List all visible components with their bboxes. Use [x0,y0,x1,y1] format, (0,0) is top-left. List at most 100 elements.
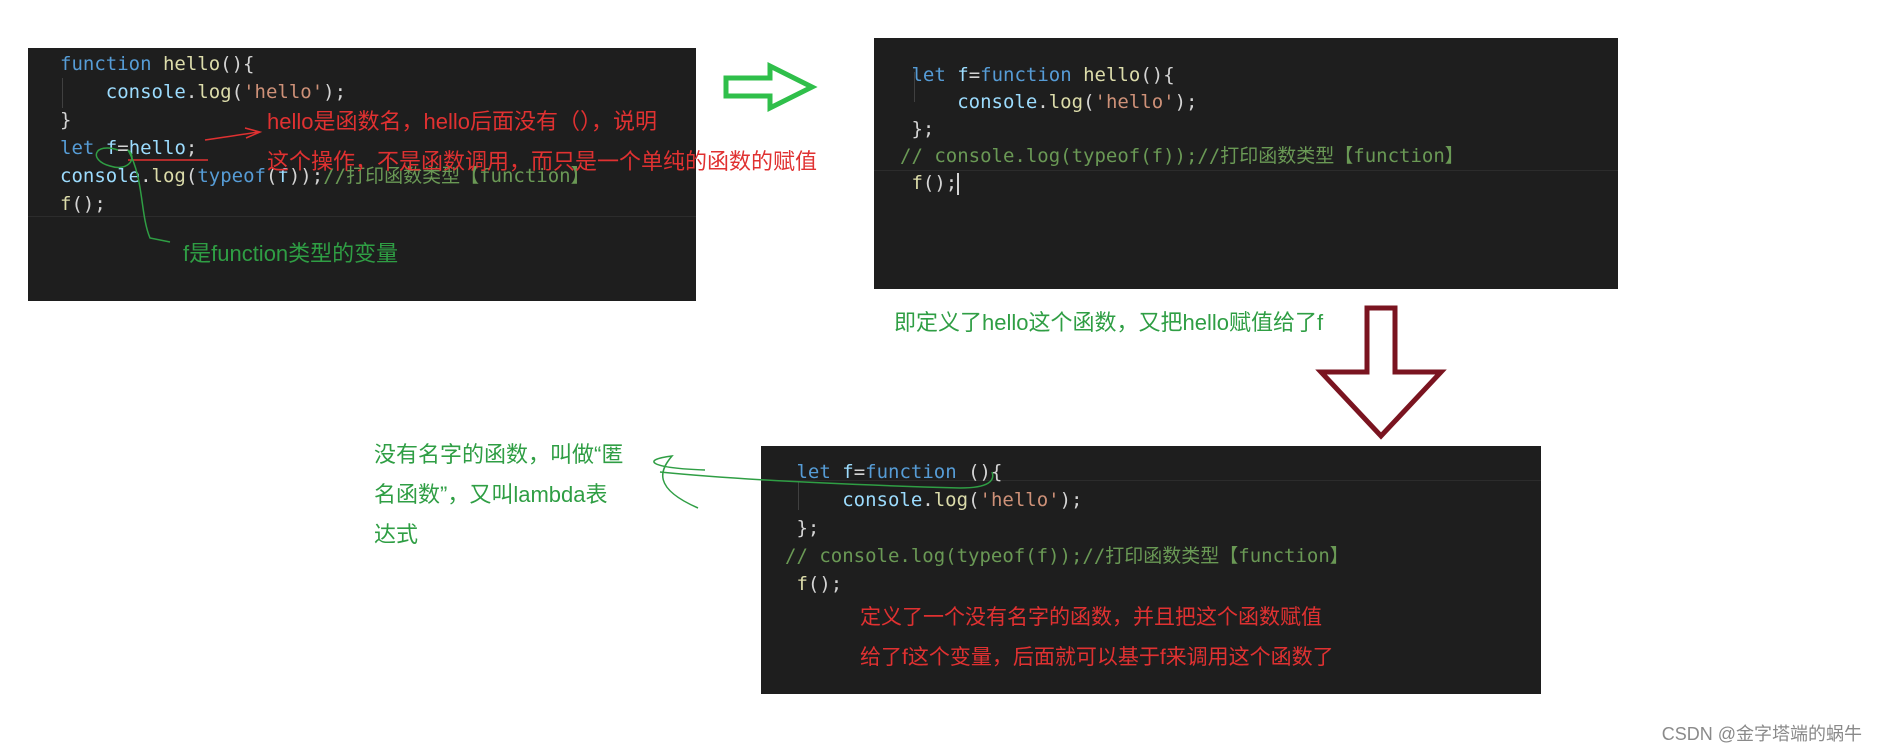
code-token: ( [1083,91,1095,113]
note-f-function-type: f是function类型的变量 [183,241,399,266]
code-token: (){ [220,53,255,75]
code-token: function [865,461,957,483]
code-line: let f=function hello(){ [900,62,1464,89]
code-line: }; [785,514,1349,542]
code-token [900,172,911,194]
code-token: hello [128,137,186,159]
code-line: f(); [900,170,1464,197]
code-line: // console.log(typeof(f));//打印函数类型【funct… [900,143,1464,170]
code-token: // console.log(typeof(f));//打印函数类型【funct… [785,545,1349,567]
code-token: hello [1083,64,1141,86]
code-token: }; [785,517,820,539]
code-token: function [60,53,152,75]
code-token: let [60,137,95,159]
note-anonymous-1: 没有名字的函数，叫做“匿 [374,442,624,467]
code-token: ( [231,81,244,103]
note-define-anon-2: 给了f这个变量，后面就可以基于f来调用这个函数了 [860,646,1334,669]
current-line-highlight [28,216,696,217]
code-token: ; [185,137,198,159]
watermark: CSDN @金字塔端的蜗牛 [1661,724,1862,744]
code-token: typeof [197,165,266,187]
code-token [60,81,106,103]
note-anonymous-2: 名函数”，又叫lambda表 [374,482,608,507]
code-token: log [151,165,186,187]
code-token: log [197,81,232,103]
code-token: log [933,489,969,511]
code-token: . [140,165,152,187]
note-define-and-assign: 即定义了hello这个函数，又把hello赋值给了f [894,310,1324,335]
code-token: // console.log(typeof(f));//打印函数类型【funct… [900,145,1464,167]
code-token: (){ [1140,64,1175,86]
code-token: f [277,165,289,187]
code-token [1072,64,1083,86]
code-token: (){ [956,461,1003,483]
code-line: f(); [785,570,1349,598]
code-token: (); [922,172,958,194]
code-token: console [842,489,923,511]
down-arrow-icon [1315,305,1447,440]
note-define-anon-1: 定义了一个没有名字的函数，并且把这个函数赋值 [860,606,1322,629]
code-token [900,91,957,113]
code-token [900,64,911,86]
code-token: //打印函数类型【function】 [323,165,590,187]
code-line: console.log('hello'); [785,486,1349,514]
code-token: f [796,573,808,595]
code-token [152,53,163,75]
code-line: f(); [60,190,590,218]
current-line-highlight [761,480,1541,481]
code-token: f [105,137,118,159]
code-token: = [853,461,866,483]
code-token: ( [265,165,278,187]
note-anonymous-3: 达式 [374,522,419,547]
code-token: let [911,64,946,86]
code-token: 'hello' [1094,91,1175,113]
code-line: console.log('hello'); [60,78,590,106]
indent-guide [914,72,915,102]
right-arrow-icon [723,61,818,113]
code-token: ); [323,81,347,103]
code-token: (); [71,193,106,215]
code-token: 'hello' [979,489,1060,511]
code-line: }; [900,116,1464,143]
indent-guide [62,78,63,108]
code-token: }; [900,118,935,140]
code-block-2: let f=function hello(){ console.log('hel… [900,62,1464,197]
code-token: 'hello' [243,81,324,103]
code-token: ); [1174,91,1198,113]
code-token: hello [162,53,221,75]
code-token: = [968,64,981,86]
code-token [785,489,842,511]
code-token: console [957,91,1038,113]
code-token: console [60,165,141,187]
code-token: f [957,64,969,86]
code-token: ); [1059,489,1083,511]
code-token: )); [288,165,324,187]
text-cursor [957,172,960,195]
code-panel-2: let f=function hello(){ console.log('hel… [874,38,1618,289]
code-token [94,137,105,159]
code-token [785,573,796,595]
code-token: . [922,489,934,511]
code-token: function [980,64,1072,86]
code-token: f [60,193,72,215]
code-token: . [1037,91,1049,113]
code-block-3: let f=function (){ console.log('hello');… [785,458,1349,598]
code-token: . [185,81,198,103]
code-token: } [60,109,72,131]
current-line-highlight [874,170,1618,171]
code-token: console [105,81,186,103]
code-token: f [911,172,923,194]
code-token: ( [968,489,980,511]
code-line: function hello(){ [60,50,590,78]
code-line: // console.log(typeof(f));//打印函数类型【funct… [785,542,1349,570]
code-token: let [796,461,831,483]
code-line: let f=function (){ [785,458,1349,486]
code-token [831,461,842,483]
code-token: (); [807,573,843,595]
code-token: f [842,461,854,483]
note-not-function-call: 这个操作，不是函数调用，而只是一个单纯的函数的赋值 [267,149,818,174]
code-line: console.log('hello'); [900,89,1464,116]
code-line: } [60,106,590,134]
code-token: ( [185,165,198,187]
note-hello-function-name: hello是函数名，hello后面没有（），说明 [267,109,657,134]
